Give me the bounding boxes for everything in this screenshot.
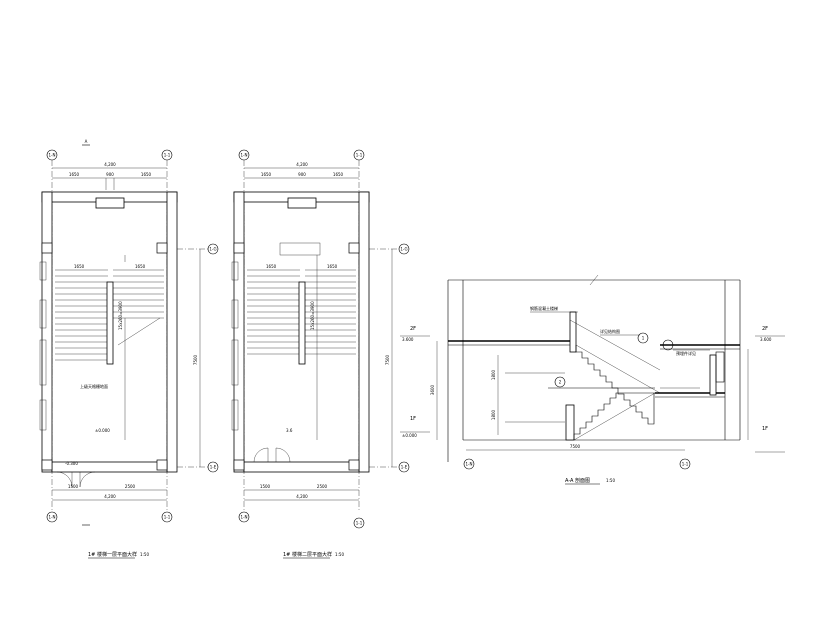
- grid-bubble-right-top: [398, 243, 410, 255]
- section-dim-inner-2: 1800: [491, 409, 496, 420]
- section-note-1: 钢筋混凝土楼梯: [530, 305, 558, 311]
- grid-bubble-section-right: [679, 458, 691, 470]
- grid-label-bottom-right: 1-1: [164, 515, 171, 520]
- grid-label-top-left: 1-N: [241, 153, 248, 158]
- section-note-2: 详见结构图: [600, 328, 620, 334]
- section-dim-total: 7500: [570, 444, 581, 449]
- grid-label-top-right: 1-1: [356, 153, 363, 158]
- section-mark-top: A: [85, 139, 88, 144]
- stair-treads: [55, 269, 164, 361]
- plan-2-dim-right: 7500: [385, 354, 390, 365]
- detail-callout-2: [554, 376, 566, 388]
- plan-1-level: ±0.000: [95, 428, 110, 433]
- grid-label-bottom-left: 1-N: [49, 515, 56, 520]
- grid-bubble-bottom-left: [46, 511, 58, 523]
- dim-total-top: 4,200: [296, 162, 308, 167]
- grid-label-bottom-right: 1-1: [356, 521, 363, 526]
- floor-label-bottom-left: 1F: [410, 416, 416, 422]
- plan-1-dim-mid-2: 1650: [135, 264, 146, 269]
- grid-label-right-bottom: 1-E: [401, 465, 408, 470]
- level-top-right: 3.600: [760, 337, 772, 342]
- plan-1-stair-note: 15x260=3900: [118, 301, 123, 330]
- section-dim-left: 3600: [430, 384, 435, 395]
- plan-2-dim-bottom-right: 2500: [317, 484, 328, 489]
- door-swing-right: [79, 471, 96, 488]
- dim-top-2: 900: [106, 172, 114, 177]
- grid-bubble-right-bottom: [398, 461, 410, 473]
- stair-treads: [247, 269, 356, 355]
- grid-bubble-right-bottom: [207, 461, 219, 473]
- dim-top-1: 1650: [69, 172, 80, 177]
- grid-label-section-right: 1-1: [682, 462, 689, 467]
- plan-2-dim-bottom-left: 1500: [260, 484, 271, 489]
- grid-label-right-bottom: 1-E: [210, 465, 217, 470]
- section-note-3: 预埋件详见: [676, 350, 696, 356]
- dim-total-top: 4,200: [104, 162, 116, 167]
- plan-1-caption: 1# 楼梯一层平面大样: [88, 551, 137, 558]
- plan-2-level: 3.6: [286, 428, 293, 433]
- door-swing-left: [56, 471, 73, 488]
- plan-2: 1-N 1-1 4,200 1650 900 1650: [231, 149, 410, 559]
- grid-bubble-section-left: [463, 458, 475, 470]
- section-scale: 1:50: [606, 478, 615, 483]
- plan-1-dim-total-bottom: 4,200: [104, 494, 116, 499]
- plan-2-dim-mid-1: 1650: [266, 264, 277, 269]
- floor-label-bottom-right: 1F: [762, 426, 768, 432]
- dim-top-1: 1650: [261, 172, 272, 177]
- grid-label-top-left: 1-N: [49, 153, 56, 158]
- plan-2-dim-mid-2: 1650: [327, 264, 338, 269]
- floor-label-top-right: 2F: [762, 326, 768, 332]
- plan-1-note: 上级天格栅地面: [80, 383, 108, 389]
- plan-2-dim-total-bottom: 4,200: [296, 494, 308, 499]
- plan-1-dim-bottom-right: 2500: [125, 484, 136, 489]
- door-swing-left: [253, 447, 269, 463]
- grid-label-top-right: 1-1: [164, 153, 171, 158]
- stair-well-divider: [106, 281, 114, 365]
- detail-callout-2-label: 2: [559, 380, 562, 385]
- door-swing-right: [275, 447, 291, 463]
- grid-bubble-bottom-left: [238, 511, 250, 523]
- stair-flight-upper: [575, 345, 655, 425]
- detail-callout-3: [662, 339, 674, 351]
- dim-top-3: 1650: [141, 172, 152, 177]
- grid-label-bottom-left: 1-N: [241, 515, 248, 520]
- grid-label-right-top: 1-G: [400, 247, 407, 252]
- level-top-left: 3.600: [402, 337, 414, 342]
- level-bottom-left: ±0.000: [402, 433, 417, 438]
- section-dim-inner-1: 1800: [491, 369, 496, 380]
- detail-callout-1: [637, 332, 649, 344]
- plan-1-dim-bottom-left: 1500: [68, 484, 79, 489]
- dim-top-3: 1650: [333, 172, 344, 177]
- plan-2-scale: 1:50: [335, 552, 344, 557]
- section-aa: 1 2 钢筋混凝土楼梯 详见结构图 预埋件详见 2F 3.600 1F ±0.0…: [400, 274, 785, 485]
- floor-label-top-left: 2F: [410, 326, 416, 332]
- plan-1-dim-mid-1: 1650: [74, 264, 85, 269]
- grid-bubble-bottom-right: [161, 511, 173, 523]
- plan-2-stair-note: 15x260=3900: [310, 301, 315, 330]
- stair-well-divider: [298, 281, 306, 365]
- stair-flight-lower: [573, 392, 655, 440]
- plan-1-scale: 1:50: [140, 552, 149, 557]
- plan-1: 1-N 1-1 A 4,200 1650 900 1650: [39, 139, 219, 559]
- grid-label-right-top: 1-G: [209, 247, 216, 252]
- grid-bubble-bottom-right: [353, 517, 365, 529]
- grid-bubble-right-top: [207, 243, 219, 255]
- plan-1-dim-right: 7500: [193, 354, 198, 365]
- plan-2-caption: 1# 楼梯二层平面大样: [283, 551, 332, 558]
- section-caption: A-A 剖面图: [565, 477, 590, 484]
- plan-1-entry-level: -0.300: [65, 461, 78, 466]
- dim-top-2: 900: [298, 172, 306, 177]
- detail-callout-1-label: 1: [642, 336, 645, 341]
- grid-label-section-left: 1-N: [466, 462, 473, 467]
